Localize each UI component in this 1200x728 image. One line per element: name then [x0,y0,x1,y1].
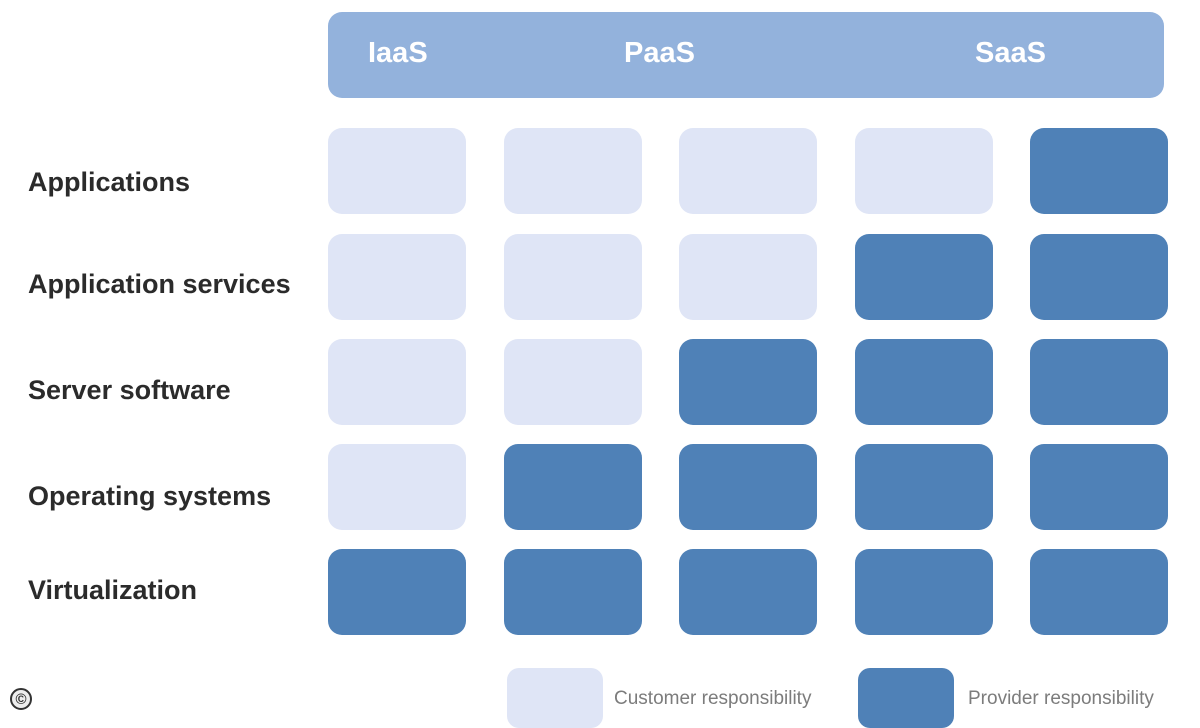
cell-provider-responsibility [855,549,993,635]
cell-customer-responsibility [328,128,466,214]
row-label-operating-systems: Operating systems [28,481,272,511]
row-label-server-software: Server software [28,375,231,405]
legend-provider-label: Provider responsibility [968,688,1154,709]
row-label-virtualization: Virtualization [28,575,198,605]
cell-customer-responsibility [328,339,466,425]
cell-provider-responsibility [1030,234,1168,320]
cell-provider-responsibility [855,339,993,425]
cell-provider-responsibility [504,444,642,530]
cell-provider-responsibility [855,444,993,530]
legend-provider-swatch [858,668,954,728]
cell-provider-responsibility [679,339,817,425]
cell-provider-responsibility [855,234,993,320]
cell-customer-responsibility [679,128,817,214]
legend-customer-label: Customer responsibility [614,688,812,709]
cell-customer-responsibility [328,234,466,320]
copyright-icon: © [10,688,32,710]
cell-customer-responsibility [855,128,993,214]
cell-customer-responsibility [328,444,466,530]
cell-provider-responsibility [328,549,466,635]
cell-provider-responsibility [679,549,817,635]
service-model-header [328,12,1164,98]
cell-provider-responsibility [1030,549,1168,635]
header-label-paas: PaaS [624,37,695,69]
row-label-applications: Applications [28,167,191,197]
cell-provider-responsibility [679,444,817,530]
cell-customer-responsibility [504,128,642,214]
cell-customer-responsibility [679,234,817,320]
cell-provider-responsibility [504,549,642,635]
cell-provider-responsibility [1030,444,1168,530]
cell-provider-responsibility [1030,339,1168,425]
row-label-application-services: Application services [28,269,291,299]
legend-customer-swatch [507,668,603,728]
cell-provider-responsibility [1030,128,1168,214]
header-label-iaas: IaaS [368,37,428,69]
cell-customer-responsibility [504,339,642,425]
cell-customer-responsibility [504,234,642,320]
header-label-saas: SaaS [975,37,1046,69]
